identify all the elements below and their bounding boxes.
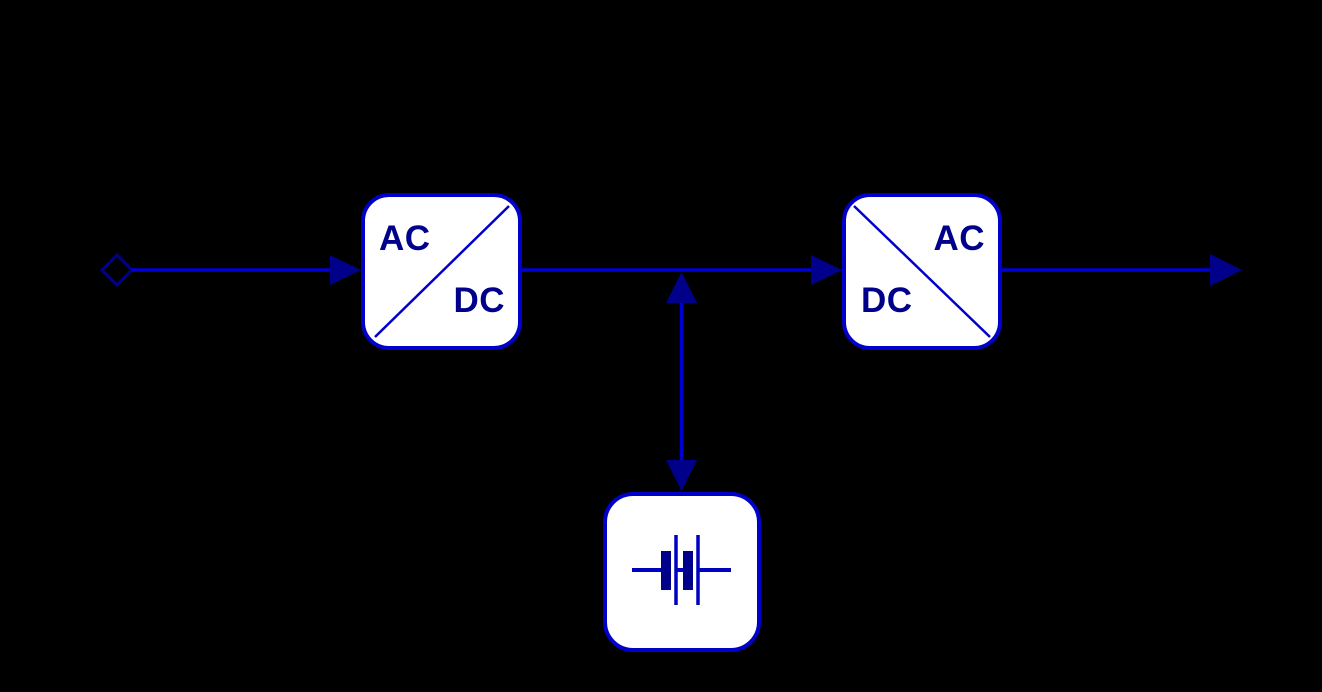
ac-dc-converter-block[interactable]: AC DC <box>361 193 522 350</box>
acdc-bottom-label: DC <box>453 281 505 320</box>
acdc-top-label: AC <box>379 219 431 258</box>
battery-two-cell-icon <box>632 535 731 605</box>
arrowhead-up-icon <box>666 272 697 303</box>
battery-block[interactable] <box>603 492 761 652</box>
dcac-diagonal-icon <box>853 205 991 338</box>
diamond-port-icon[interactable] <box>99 252 135 288</box>
acdc-diagonal-icon <box>374 205 510 338</box>
arrowhead-into-acdc-icon <box>330 255 361 285</box>
arrowhead-into-dcac-icon <box>811 255 842 285</box>
dcac-bottom-label: DC <box>861 281 913 320</box>
arrowhead-output-icon <box>1210 254 1242 286</box>
arrowhead-down-icon <box>666 460 697 491</box>
dcac-top-label: AC <box>933 219 985 258</box>
dc-ac-converter-block[interactable]: AC DC <box>842 193 1002 350</box>
